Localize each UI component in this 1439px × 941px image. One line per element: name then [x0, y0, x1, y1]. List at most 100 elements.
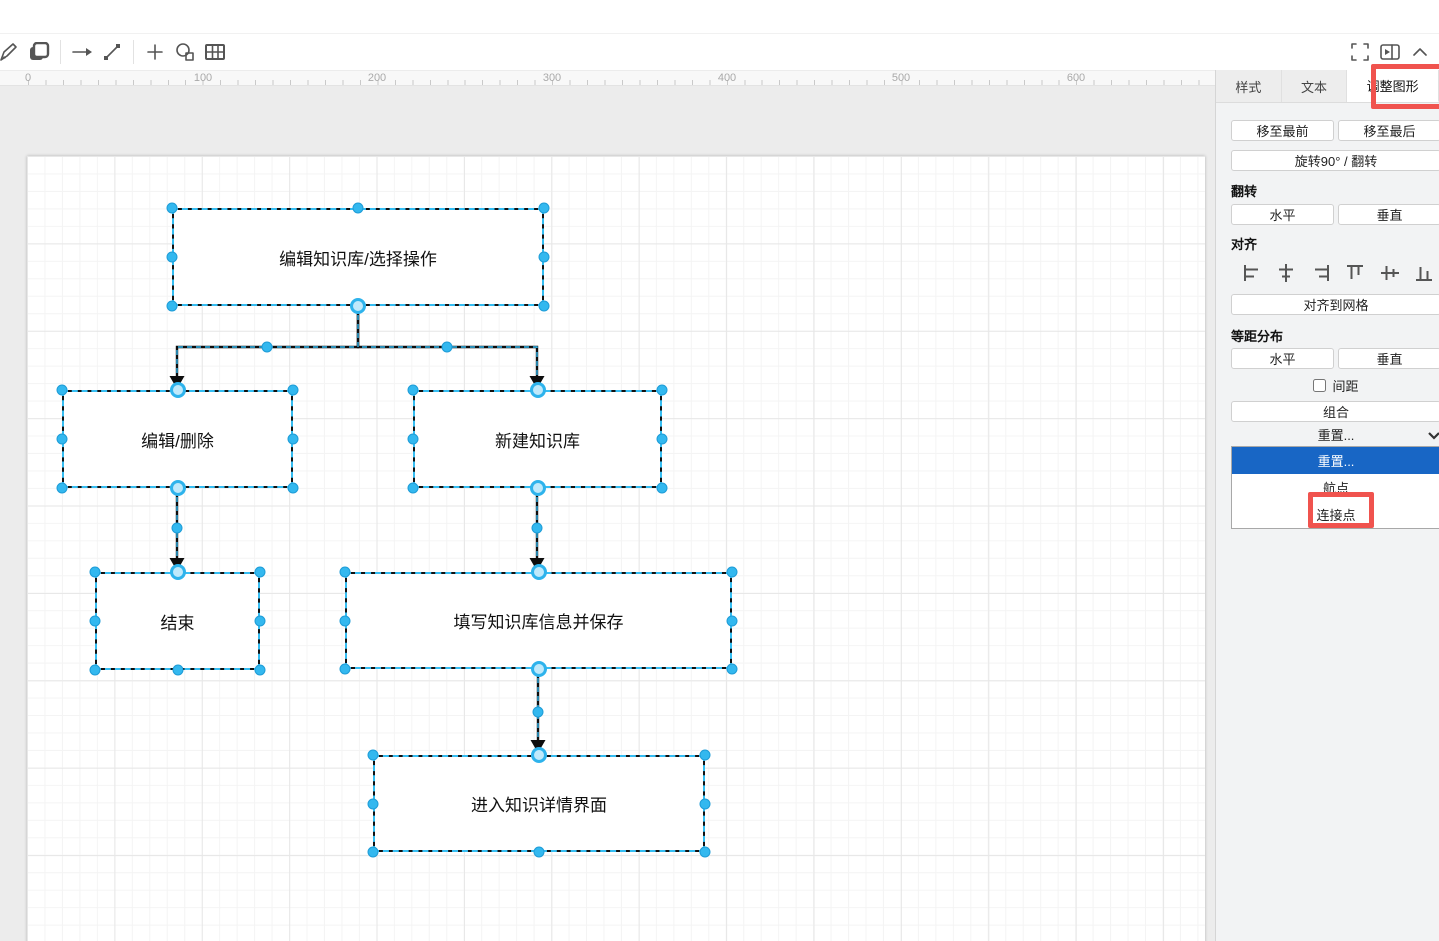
- line-connector-icon[interactable]: [97, 38, 127, 66]
- edge-waypoint-handle[interactable]: [171, 522, 183, 534]
- group-button[interactable]: 组合: [1231, 401, 1439, 422]
- distribute-row: 水平 垂直: [1231, 348, 1439, 369]
- flowchart-node-enter-detail[interactable]: 进入知识详情界面: [373, 755, 705, 852]
- insert-table-icon[interactable]: [200, 38, 230, 66]
- edge-attach-point[interactable]: [529, 382, 546, 398]
- resize-handle-nw[interactable]: [166, 202, 178, 214]
- resize-handle-ne[interactable]: [726, 566, 738, 578]
- insert-shape-icon[interactable]: [170, 38, 200, 66]
- resize-handle-w[interactable]: [89, 615, 101, 627]
- resize-handle-s[interactable]: [533, 846, 545, 858]
- flowchart-node-edit-kb-choose[interactable]: 编辑知识库/选择操作: [172, 208, 544, 306]
- distribute-horizontal-button[interactable]: 水平: [1231, 348, 1334, 369]
- resize-handle-w[interactable]: [339, 615, 351, 626]
- align-top-icon[interactable]: [1344, 262, 1366, 284]
- resize-handle-se[interactable]: [538, 300, 550, 312]
- resize-handle-w[interactable]: [166, 251, 178, 263]
- menu-item-重置[interactable]: 重置...: [1232, 447, 1439, 474]
- resize-handle-e[interactable]: [538, 251, 550, 263]
- flip-horizontal-button[interactable]: 水平: [1231, 204, 1334, 225]
- align-to-grid-button[interactable]: 对齐到网格: [1231, 294, 1439, 315]
- send-to-back-button[interactable]: 移至最后: [1338, 120, 1439, 141]
- arrow-connector-icon[interactable]: [67, 38, 97, 66]
- menu-item-连接点[interactable]: 连接点: [1316, 508, 1356, 523]
- tab-文本[interactable]: 文本: [1282, 70, 1348, 102]
- flip-vertical-button[interactable]: 垂直: [1338, 204, 1439, 225]
- resize-handle-w[interactable]: [56, 433, 68, 445]
- spacing-checkbox[interactable]: [1313, 379, 1327, 392]
- resize-handle-w[interactable]: [367, 798, 379, 809]
- rotate-flip-button[interactable]: 旋转90° / 翻转: [1231, 150, 1439, 171]
- resize-handle-se[interactable]: [287, 482, 299, 494]
- bring-to-front-button[interactable]: 移至最前: [1231, 120, 1334, 141]
- edge-attach-point[interactable]: [169, 480, 186, 496]
- resize-handle-nw[interactable]: [407, 384, 419, 396]
- edge-attach-point[interactable]: [350, 298, 366, 314]
- fullscreen-icon[interactable]: [1345, 38, 1375, 66]
- align-left-icon[interactable]: [1241, 262, 1263, 284]
- resize-handle-e[interactable]: [254, 615, 266, 627]
- edge-attach-point[interactable]: [530, 661, 547, 677]
- distribute-vertical-button[interactable]: 垂直: [1338, 348, 1439, 369]
- align-middle-vertical-icon[interactable]: [1379, 262, 1401, 284]
- node-label: 进入知识详情界面: [471, 796, 607, 815]
- copy-style-shapes-icon[interactable]: [24, 38, 54, 66]
- resize-handle-se[interactable]: [656, 482, 668, 494]
- resize-handle-s[interactable]: [172, 664, 183, 676]
- resize-handle-e[interactable]: [726, 615, 738, 626]
- edge-waypoint-handle[interactable]: [532, 706, 544, 718]
- node-label: 填写知识库信息并保存: [453, 613, 624, 632]
- toggle-format-panel-icon[interactable]: [1375, 38, 1405, 66]
- resize-handle-se[interactable]: [699, 846, 711, 858]
- resize-handle-sw[interactable]: [166, 300, 178, 312]
- freehand-pencil-icon[interactable]: [0, 38, 24, 66]
- diagram-canvas[interactable]: 编辑知识库/选择操作编辑/删除 新建知识库结束 填写知识库信息并保存进入知识详情界面: [0, 87, 1215, 941]
- top-toolbar: [0, 0, 1439, 70]
- resize-handle-nw[interactable]: [89, 566, 101, 578]
- align-right-icon[interactable]: [1310, 262, 1332, 284]
- align-bottom-icon[interactable]: [1413, 262, 1435, 284]
- resize-handle-sw[interactable]: [89, 664, 101, 676]
- edge-attach-point[interactable]: [531, 747, 547, 763]
- spacing-label: 间距: [1332, 379, 1359, 394]
- resize-handle-ne[interactable]: [254, 566, 266, 578]
- tab-调整图形[interactable]: 调整图形: [1347, 70, 1439, 102]
- flowchart-node-edit-delete[interactable]: 编辑/删除: [62, 390, 293, 488]
- edge-waypoint-handle[interactable]: [531, 522, 543, 534]
- resize-handle-ne[interactable]: [287, 384, 299, 396]
- resize-handle-sw[interactable]: [407, 482, 419, 494]
- edge-attach-point[interactable]: [530, 564, 547, 580]
- edge-waypoint-handle[interactable]: [261, 341, 273, 353]
- resize-handle-ne[interactable]: [656, 384, 668, 396]
- resize-handle-ne[interactable]: [699, 749, 711, 761]
- menu-item-航点[interactable]: 航点: [1322, 481, 1349, 496]
- resize-handle-sw[interactable]: [339, 663, 351, 675]
- flowchart-node-fill-save[interactable]: 填写知识库信息并保存: [345, 572, 732, 669]
- reset-select[interactable]: 重置...: [1231, 425, 1439, 444]
- flowchart-node-end[interactable]: 结束: [95, 572, 260, 670]
- node-label: 新建知识库: [495, 431, 580, 451]
- tab-样式[interactable]: 样式: [1216, 70, 1282, 102]
- resize-handle-e[interactable]: [656, 433, 668, 445]
- resize-handle-nw[interactable]: [339, 566, 351, 578]
- resize-handle-sw[interactable]: [56, 482, 68, 494]
- resize-handle-se[interactable]: [254, 664, 266, 676]
- resize-handle-nw[interactable]: [367, 749, 379, 761]
- flowchart-node-new-kb[interactable]: 新建知识库: [413, 390, 662, 488]
- edge-attach-point[interactable]: [529, 480, 546, 496]
- resize-handle-n[interactable]: [352, 202, 364, 214]
- edge-attach-point[interactable]: [169, 382, 186, 398]
- edge-waypoint-handle[interactable]: [441, 341, 453, 353]
- resize-handle-se[interactable]: [726, 663, 738, 675]
- resize-handle-nw[interactable]: [56, 384, 68, 396]
- resize-handle-e[interactable]: [699, 798, 711, 809]
- order-row: 移至最前 移至最后: [1231, 120, 1439, 141]
- resize-handle-ne[interactable]: [538, 202, 550, 214]
- align-center-horizontal-icon[interactable]: [1275, 262, 1297, 284]
- plus-icon[interactable]: [140, 38, 170, 66]
- collapse-toolbar-icon[interactable]: [1405, 38, 1435, 66]
- resize-handle-w[interactable]: [407, 433, 419, 445]
- edge-attach-point[interactable]: [169, 564, 186, 580]
- resize-handle-e[interactable]: [287, 433, 299, 445]
- resize-handle-sw[interactable]: [367, 846, 379, 858]
